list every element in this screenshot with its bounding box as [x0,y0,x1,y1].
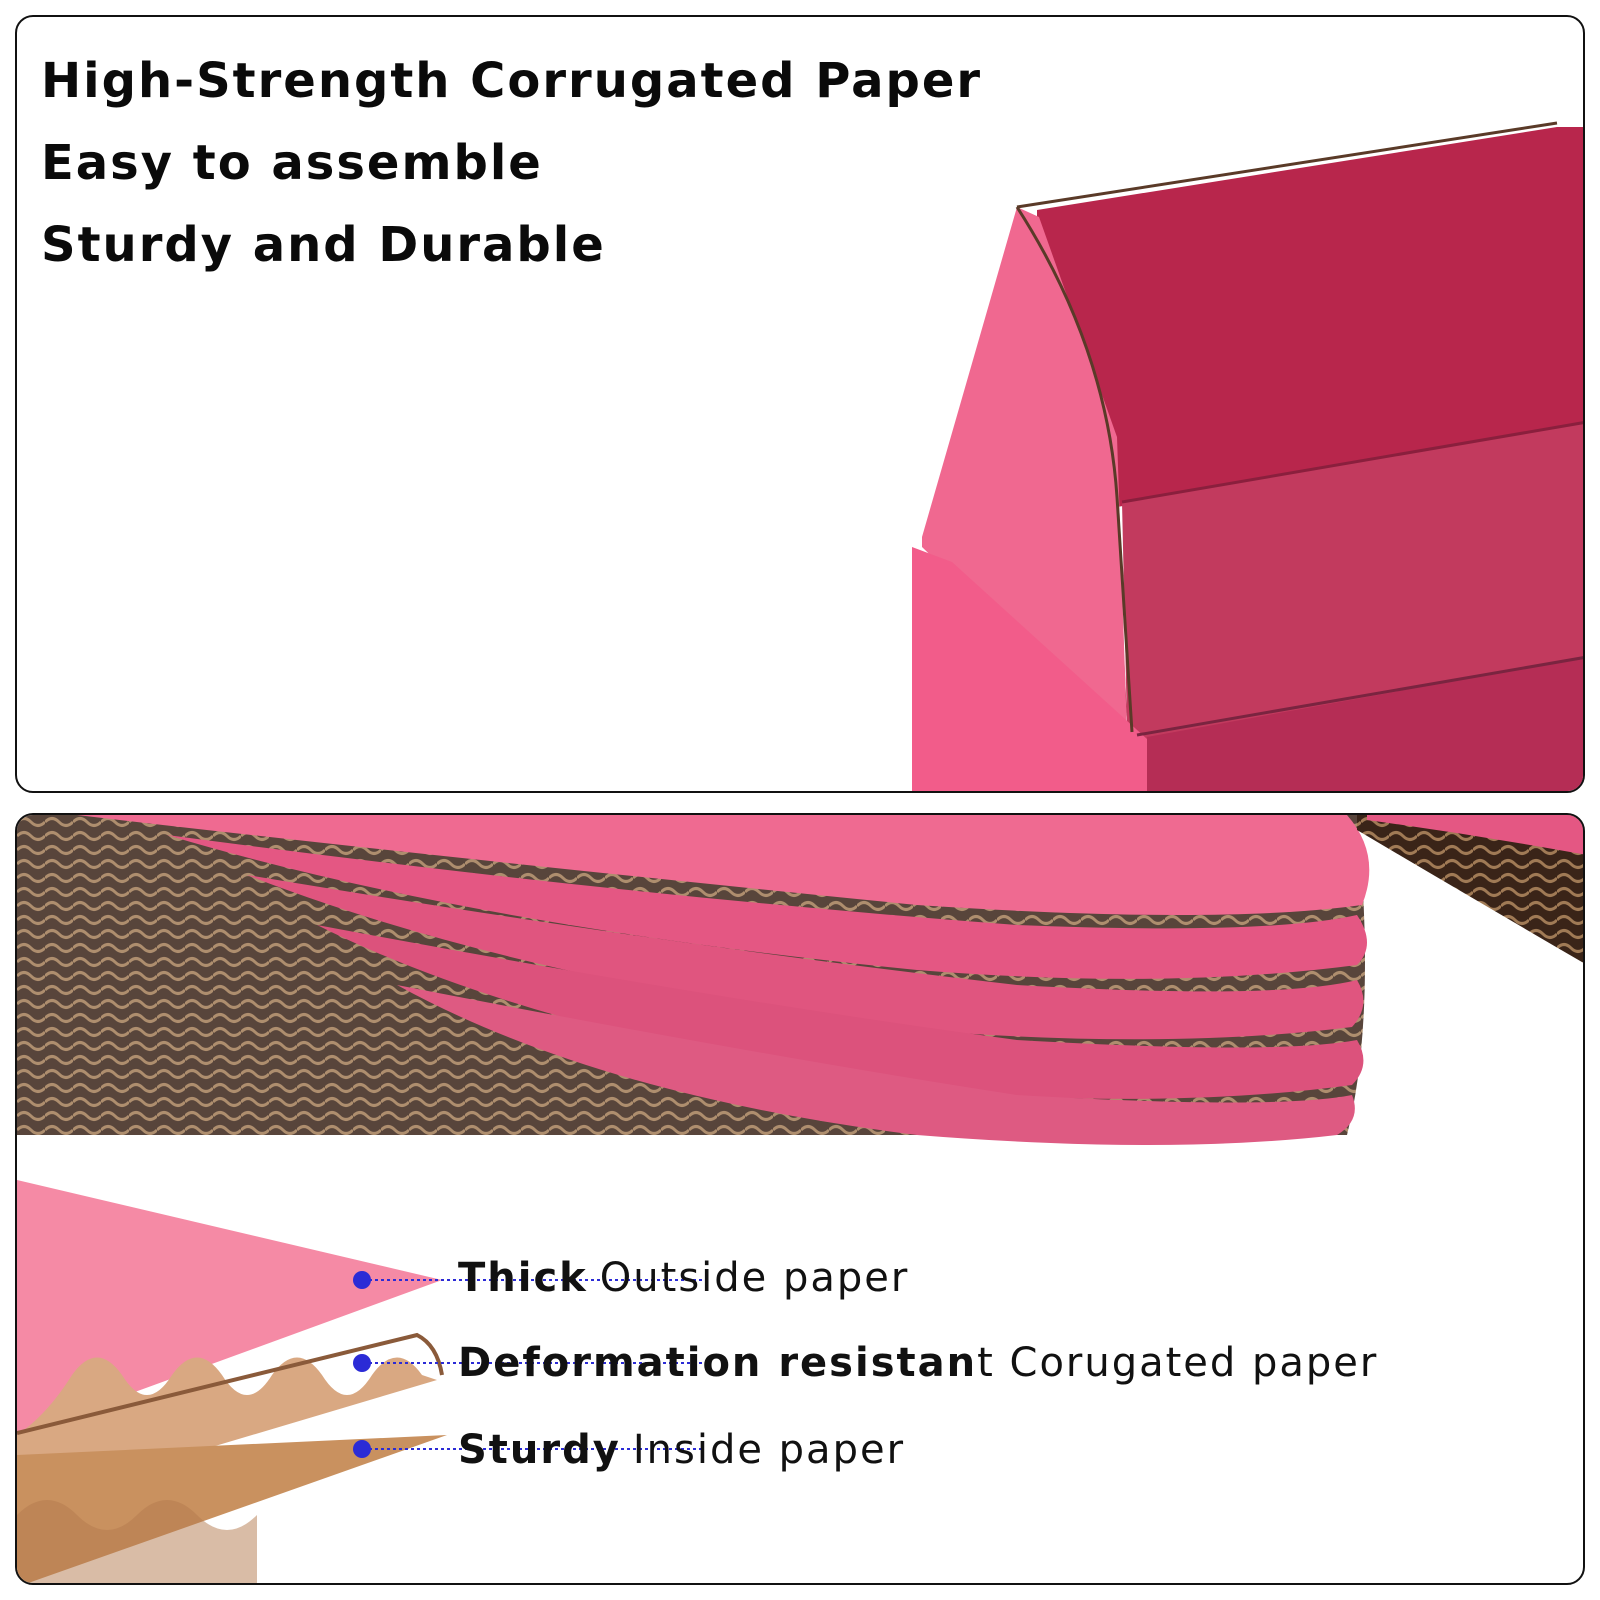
box-side-flap [922,207,1127,732]
side-strip [1357,815,1583,963]
box-front-right-wall [1147,657,1583,791]
sheet-2 [167,835,1367,979]
label-outside-rest: Outside paper [599,1255,910,1301]
box-edge-flap [1015,206,1134,733]
sheet-5 [397,985,1355,1145]
outside-paper-layer [17,1180,442,1435]
sheet-3 [247,875,1364,1040]
label-corrugated-bold: Deformation resistan [458,1340,978,1386]
layers-diagram [17,1180,447,1583]
sheet-1 [77,815,1370,915]
flute-edge [17,1332,444,1435]
sheet-stack [17,815,1583,1145]
headline-strength: High-Strength Corrugated Paper [41,53,983,109]
label-inside-rest: Inside paper [632,1427,906,1473]
label-corrugated-paper: Deformation resistant Corugated paper [458,1340,1378,1386]
marker-corrugated [353,1354,371,1372]
corrugated-sheets-image [17,815,1583,1583]
headline-assembly: Easy to assemble [41,135,543,191]
label-inside-bold: Sturdy [458,1427,621,1473]
layer-markers [353,1271,702,1458]
side-strip-top [1367,815,1583,855]
label-outside-bold: Thick [458,1255,588,1301]
headline-durability: Sturdy and Durable [41,217,606,273]
box-crease [1121,421,1583,504]
label-corrugated-rest: t Corugated paper [977,1340,1379,1386]
marker-inside [353,1440,371,1458]
pink-mailer-box-image [912,121,1583,791]
box-edge-top [1016,121,1558,209]
features-panel: High-Strength Corrugated Paper Easy to a… [15,15,1585,793]
box-edge-bottom [1136,656,1583,737]
inside-flute-shadow [17,1500,257,1583]
box-front-wall [912,547,1147,791]
box-inner-back-wall [1037,127,1583,717]
sheet-4 [317,925,1364,1099]
marker-outside [353,1271,371,1289]
